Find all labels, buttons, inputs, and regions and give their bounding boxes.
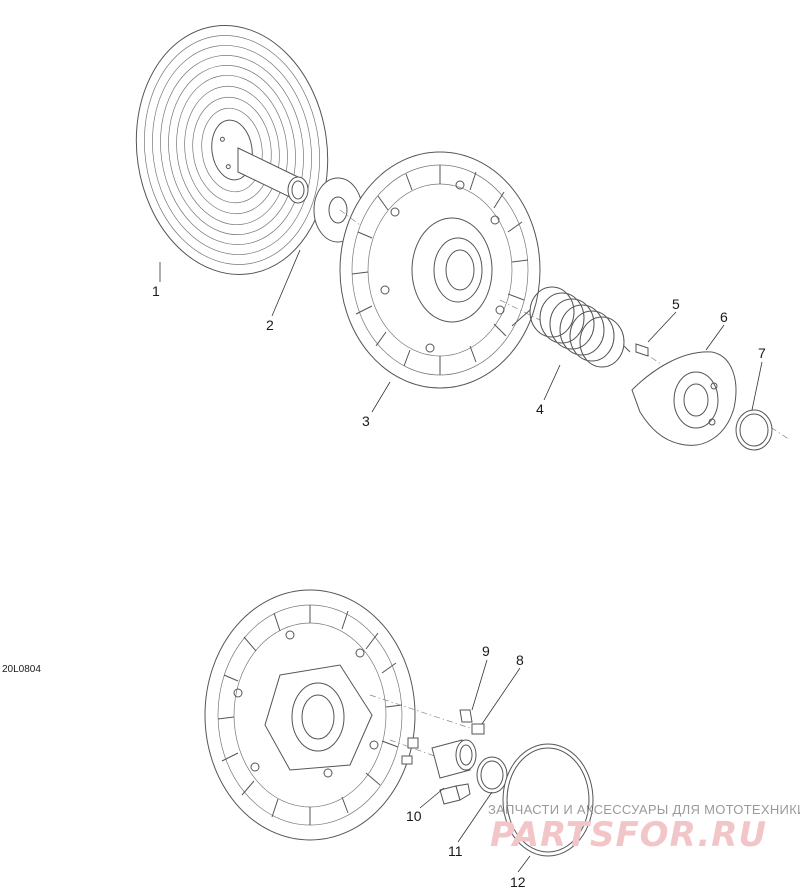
callout-5: 5 [672,296,680,312]
callout-10: 10 [406,808,422,824]
part-10-bushing [431,739,477,805]
part-3-movable-sheave [339,151,541,389]
watermark-tagline: ЗАПЧАСТИ И АКСЕССУАРЫ ДЛЯ МОТОТЕХНИКИ [488,802,800,817]
part-8-insert [471,723,485,735]
callout-9: 9 [482,643,490,659]
callout-1: 1 [152,283,160,299]
part-1-fixed-sheave [135,25,329,275]
part-12-large-ring [502,743,594,857]
part-4-spring [511,286,631,368]
callout-12: 12 [510,874,526,890]
callout-2: 2 [266,317,274,333]
callout-6: 6 [720,309,728,325]
callout-8: 8 [516,652,524,668]
part-7-retaining-ring [735,409,773,451]
watermark-brand: PARTSFOR.RU [490,815,767,855]
callout-4: 4 [536,401,544,417]
callout-7: 7 [758,345,766,361]
callout-3: 3 [362,413,370,429]
watermark: ЗАПЧАСТИ И АКСЕССУАРЫ ДЛЯ МОТОТЕХНИКИ PA… [488,802,800,855]
part-5-insert [635,343,649,357]
part-9-roller-pin [459,709,473,723]
part-6-cam [631,351,737,446]
diagram-code: 20L0804 [2,664,41,675]
part-3-movable-sheave-rear-view [204,589,416,841]
callout-11: 11 [448,843,463,859]
callout-leaders [159,249,763,873]
part-11-ring [476,756,508,794]
